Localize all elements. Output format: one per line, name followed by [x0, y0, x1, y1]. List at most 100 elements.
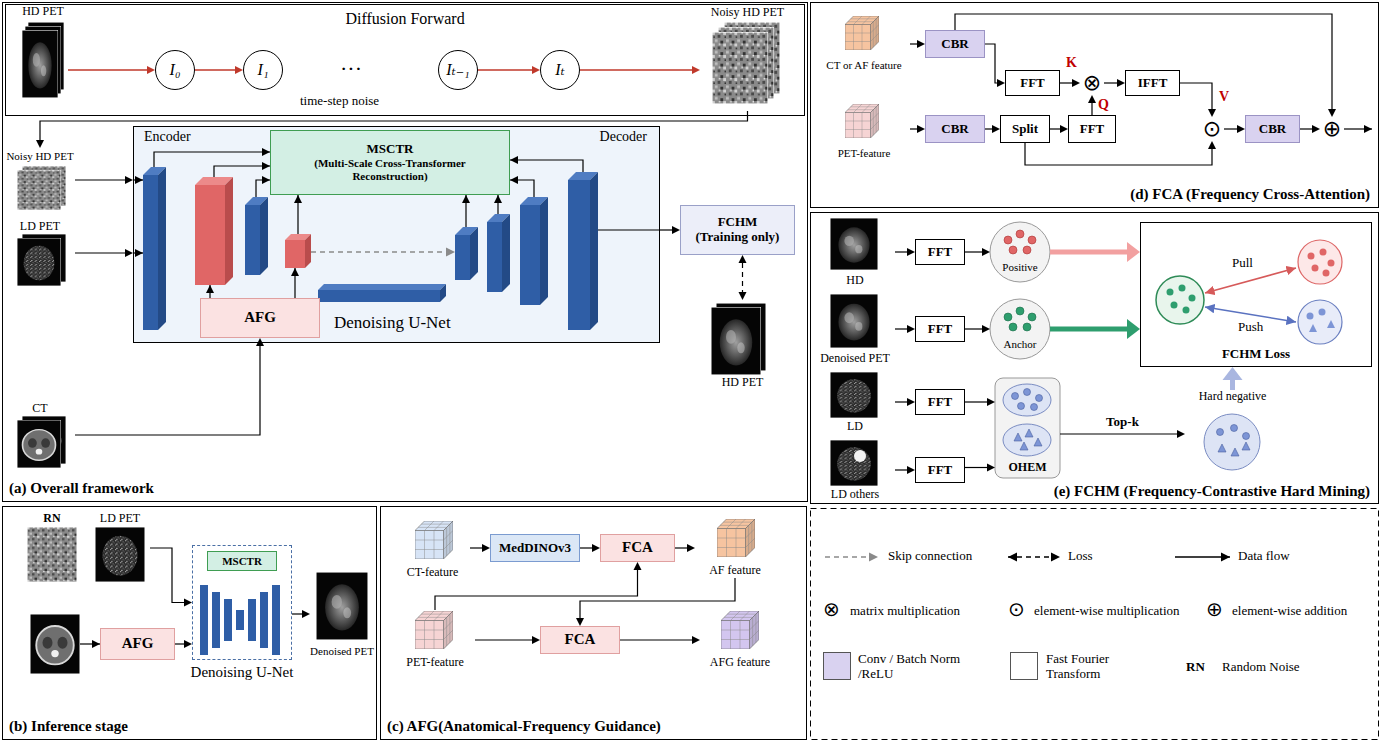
- node-text: ⊕: [1323, 117, 1341, 141]
- image-node: PET-feature: [818, 102, 910, 160]
- wire: [214, 166, 270, 177]
- node-text: I₀: [170, 61, 181, 79]
- unet-bar: [224, 599, 232, 641]
- arrow-head: [997, 79, 1005, 87]
- node-text: (b) Inference stage: [9, 718, 128, 735]
- fft-box: FFT: [1005, 70, 1060, 96]
- cluster-node: Positive: [990, 222, 1050, 282]
- unet-bar: [248, 599, 256, 641]
- annotation-label: V: [1219, 89, 1229, 105]
- arrow-head: [907, 325, 915, 333]
- node-text: I₁: [258, 61, 269, 79]
- node-text: AFG: [244, 309, 276, 326]
- dot: [1009, 246, 1017, 254]
- dot: [1028, 313, 1036, 321]
- fft-box: IFFT: [1125, 70, 1180, 96]
- wire: [209, 285, 210, 298]
- arrow-head: [687, 544, 695, 552]
- connector-arrow: [580, 69, 692, 71]
- wire: [154, 152, 270, 167]
- dot: [1018, 403, 1025, 410]
- legend-line-sample: [1008, 556, 1060, 557]
- unet-background: [133, 126, 660, 343]
- state-circle: I₁: [243, 50, 283, 90]
- decoder-block: [487, 222, 502, 292]
- module-box: MSCTR: [207, 551, 277, 571]
- arrow-head: [1328, 109, 1336, 117]
- unet-fill: [133, 126, 660, 343]
- annotation-label: Q: [1098, 97, 1109, 113]
- node-text: OHEM: [995, 461, 1060, 475]
- wire: [465, 195, 466, 227]
- wire: [133, 179, 143, 180]
- noise-image: [712, 32, 768, 104]
- connector-arrow: [75, 179, 125, 180]
- triangle: [1218, 444, 1226, 452]
- node-text: HD: [815, 274, 895, 288]
- network-box: EncoderDecoderDenoising U-NetMSCTR(Multi…: [133, 126, 660, 343]
- encoder-block: [285, 240, 305, 268]
- wire: [510, 160, 583, 172]
- node-text: Denoised PET: [815, 352, 895, 366]
- connector-arrow: [470, 547, 482, 548]
- connector-arrow: [660, 229, 672, 230]
- ct-image: [17, 420, 61, 468]
- denoised-pet-image: [316, 572, 368, 640]
- image-node: CT or AF feature: [818, 14, 910, 72]
- connector-arrow: [620, 639, 692, 640]
- image-node: HD PET: [18, 5, 68, 100]
- dot: [1307, 313, 1314, 320]
- fft-box: FFT: [915, 316, 965, 342]
- node-text: Hard negative: [1185, 390, 1280, 404]
- hard-negative-dots: [1217, 425, 1251, 457]
- arrow-head: [1117, 79, 1125, 87]
- image-node: LD others: [815, 438, 895, 502]
- operator-symbol: ⊕: [1320, 117, 1344, 141]
- image-node: LD PET: [90, 512, 150, 584]
- wire: [80, 643, 100, 644]
- fft-box: FFT: [915, 389, 965, 415]
- node-text: PET-feature: [389, 656, 481, 670]
- arrow-head: [982, 325, 990, 333]
- hd-pet-image: [830, 218, 878, 270]
- mini-unet: [200, 585, 280, 655]
- loss-box: FCHM Loss: [1140, 222, 1372, 367]
- encoder-block: [143, 175, 158, 330]
- cbr-box: CBR: [925, 115, 985, 143]
- legend-text: element-wise multiplication: [1034, 604, 1204, 619]
- node-text: (e) FCHM (Frequency-Contrastive Hard Min…: [1054, 483, 1370, 500]
- arrow-head: [1060, 125, 1068, 133]
- triangle: [1034, 438, 1042, 446]
- module-box: FCA: [600, 534, 675, 562]
- cluster-circle: [990, 222, 1050, 282]
- cluster-circle: [990, 299, 1050, 359]
- node-text: AFG feature: [694, 656, 786, 670]
- feature-cube: [415, 611, 453, 649]
- anchor-dots: [1167, 285, 1196, 314]
- pet-images: [17, 22, 878, 674]
- legend-samples: [811, 509, 1379, 740]
- image-node: AF feature: [695, 518, 775, 578]
- unet-bar: [200, 585, 208, 655]
- wire: [256, 180, 270, 197]
- node-text: Anchor: [990, 338, 1050, 351]
- node-text: FCHM: [718, 215, 758, 230]
- panel-frame: (a) Overall frameworkDiffusion ForwardHD…: [2, 2, 808, 502]
- arrow-head: [125, 176, 133, 184]
- module-box: MSCTR(Multi-Scale Cross-Transformer Reco…: [270, 130, 510, 195]
- arrow-head: [36, 140, 44, 148]
- connector-arrow: [580, 547, 592, 548]
- legend-text: Loss: [1068, 549, 1158, 564]
- negative-triangles: [1014, 429, 1042, 450]
- cluster-node: Hard negative: [1185, 390, 1280, 478]
- arrow-head: [302, 610, 310, 618]
- lesion-spot: [854, 450, 866, 462]
- connector-arrow: [195, 69, 235, 71]
- node-text: Encoder: [144, 129, 191, 145]
- image-node: LD PET: [5, 218, 75, 288]
- legend-text: Conv / Batch Norm /ReLU: [858, 652, 978, 682]
- connector-arrow: [1300, 128, 1312, 129]
- noise-image: [27, 527, 77, 582]
- dot: [1016, 230, 1024, 238]
